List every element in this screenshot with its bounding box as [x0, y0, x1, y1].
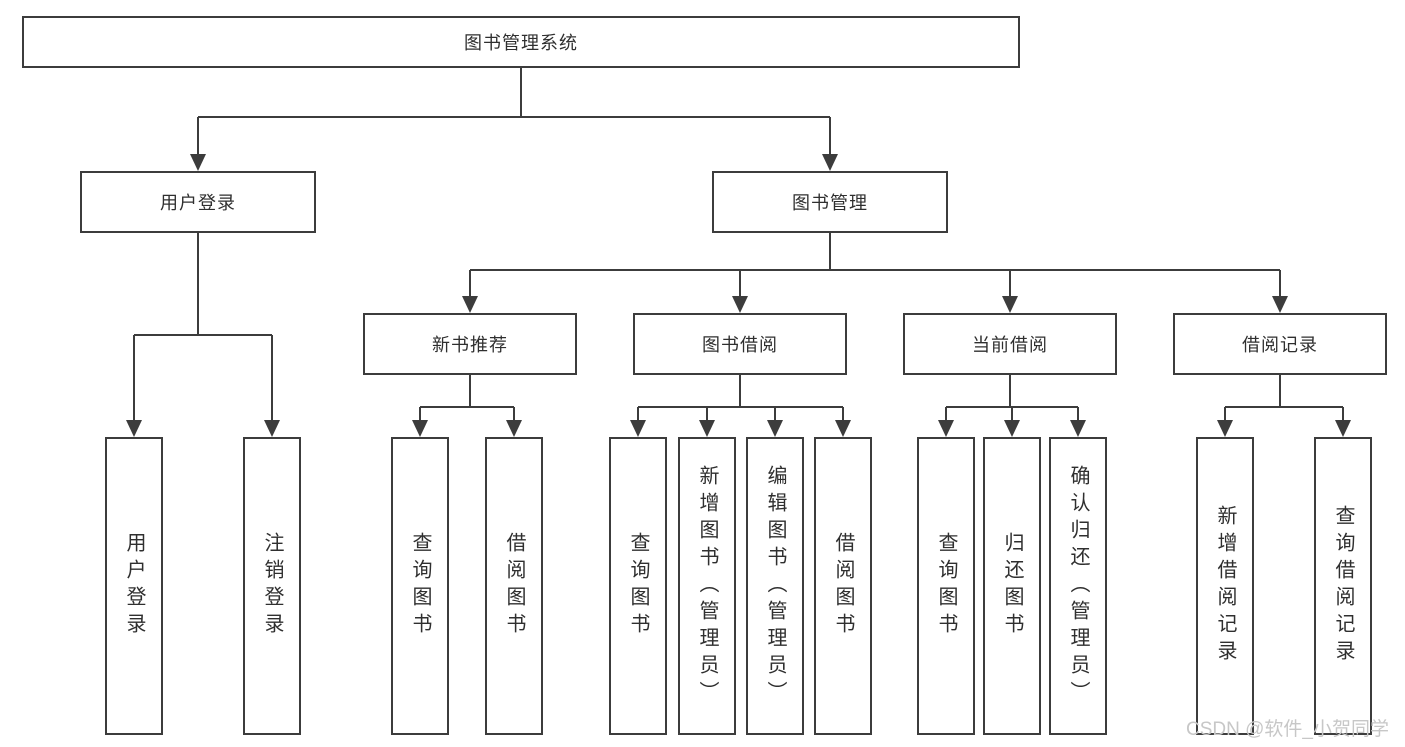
node-book-borrowing: 图书借阅 — [633, 313, 847, 375]
leaf-logout: 注销登录 — [243, 437, 301, 735]
leaf-return-books: 归还图书 — [983, 437, 1041, 735]
leaf-recommend-borrow-books: 借阅图书 — [485, 437, 543, 735]
node-library-management-system: 图书管理系统 — [22, 16, 1020, 68]
leaf-current-query-books: 查询图书 — [917, 437, 975, 735]
leaf-query-borrow-record: 查询借阅记录 — [1314, 437, 1372, 735]
leaf-confirm-return-admin: 确认归还（管理员） — [1049, 437, 1107, 735]
leaf-edit-books-admin: 编辑图书（管理员） — [746, 437, 804, 735]
node-borrowing-records: 借阅记录 — [1173, 313, 1387, 375]
node-current-borrowing: 当前借阅 — [903, 313, 1117, 375]
leaf-borrow-books: 借阅图书 — [814, 437, 872, 735]
leaf-borrow-query-books: 查询图书 — [609, 437, 667, 735]
leaf-add-borrow-record: 新增借阅记录 — [1196, 437, 1254, 735]
node-user-login: 用户登录 — [80, 171, 316, 233]
leaf-add-books-admin: 新增图书（管理员） — [678, 437, 736, 735]
node-new-book-recommendation: 新书推荐 — [363, 313, 577, 375]
node-book-management: 图书管理 — [712, 171, 948, 233]
leaf-user-login: 用户登录 — [105, 437, 163, 735]
arrowheads — [126, 154, 1351, 437]
leaf-recommend-query-books: 查询图书 — [391, 437, 449, 735]
